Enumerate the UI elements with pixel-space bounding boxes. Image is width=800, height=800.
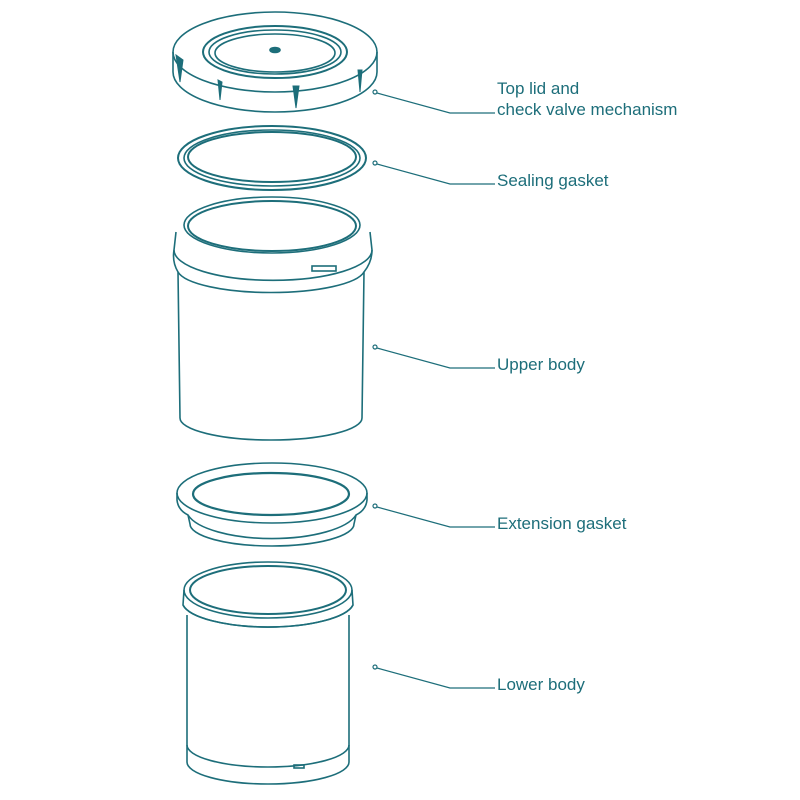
lower-body	[182, 561, 354, 785]
sealing-gasket	[177, 125, 367, 191]
label-extension-gasket: Extension gasket	[497, 514, 627, 533]
label-top-lid-line1: Top lid and	[497, 79, 580, 98]
upper-body	[172, 196, 373, 441]
extension-gasket	[176, 462, 368, 547]
leader-lines	[372, 89, 495, 689]
label-sealing-gasket: Sealing gasket	[497, 171, 609, 190]
top-lid	[172, 11, 378, 113]
label-top-lid: Top lid and check valve mechanism	[497, 78, 677, 120]
label-upper-body: Upper body	[497, 355, 585, 374]
label-top-lid-line2: check valve mechanism	[497, 100, 678, 119]
label-lower-body: Lower body	[497, 675, 585, 694]
